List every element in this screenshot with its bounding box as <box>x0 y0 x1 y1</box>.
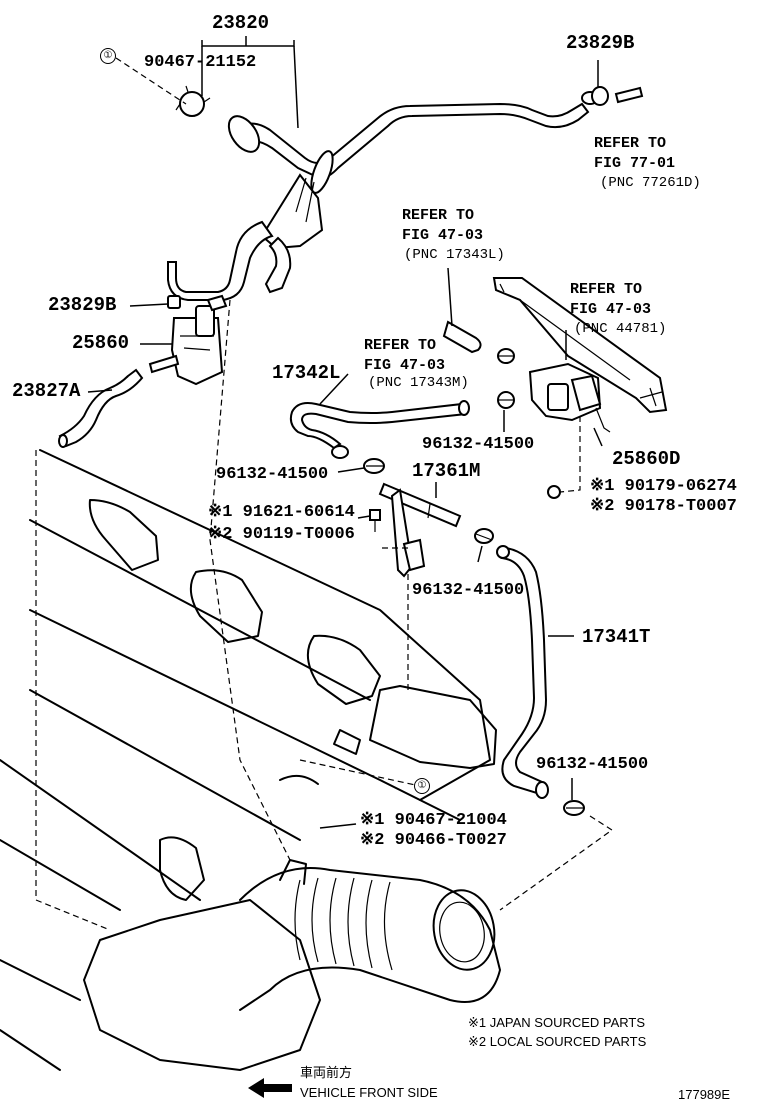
clamp-23829B-top <box>591 86 609 106</box>
label-23829B-left: 23829B <box>48 294 117 316</box>
hose-17341T <box>496 545 549 799</box>
ref-1-line1: REFER TO <box>594 135 667 152</box>
ref-4-line2: FIG 47-03 <box>364 357 446 374</box>
clamp-96132-b <box>474 528 494 544</box>
hose-17342L <box>289 400 470 459</box>
label-90467-21004: ※1 90467-21004 <box>360 811 507 830</box>
ref-1-line2: FIG 77-01 <box>594 155 676 172</box>
label-25860: 25860 <box>72 332 130 354</box>
label-96132-c: 96132-41500 <box>536 755 649 774</box>
ref-2-line2: FIG 47-03 <box>402 227 484 244</box>
note-japan-sourced: ※1 JAPAN SOURCED PARTS <box>468 1015 646 1030</box>
front-side-jp: 車両前方 <box>300 1065 353 1080</box>
label-23827A: 23827A <box>12 380 81 402</box>
intake-hose <box>239 867 501 1011</box>
ref-3-line1: REFER TO <box>570 281 643 298</box>
label-23820: 23820 <box>212 12 270 34</box>
pipe-17343L <box>442 320 482 354</box>
label-17361M: 17361M <box>412 460 481 482</box>
label-96132-a: 96132-41500 <box>216 465 329 484</box>
clamp-96132-d <box>497 391 515 409</box>
bolt-91621 <box>369 509 381 532</box>
leader-lines <box>87 36 603 829</box>
label-90179: ※1 90179-06274 <box>590 477 737 496</box>
note-local-sourced: ※2 LOCAL SOURCED PARTS <box>468 1034 647 1049</box>
ref-1-line3: (PNC 77261D) <box>600 175 701 191</box>
front-arrow-icon <box>248 1078 292 1098</box>
dashed-guides <box>35 57 614 931</box>
ref-4-line3: (PNC 17343M) <box>368 375 469 391</box>
ref-2-line3: (PNC 17343L) <box>404 247 505 263</box>
ref-4-line1: REFER TO <box>364 337 437 354</box>
vsv-25860 <box>148 294 228 386</box>
label-23829B-top: 23829B <box>566 32 635 54</box>
ref-2-line1: REFER TO <box>402 207 475 224</box>
front-side-en: VEHICLE FRONT SIDE <box>300 1085 438 1100</box>
bolt-90179 <box>547 485 561 499</box>
clamp-96132-a <box>363 458 385 474</box>
label-96132-d: 96132-41500 <box>422 435 535 454</box>
label-90466: ※2 90466-T0027 <box>360 831 507 850</box>
engine-outline <box>0 449 497 1071</box>
figure-id: 177989E <box>678 1087 731 1102</box>
vsv-25860D <box>492 277 668 433</box>
label-90467-21152: 90467-21152 <box>144 53 257 72</box>
label-90119: ※2 90119-T0006 <box>208 525 355 544</box>
marker-circle-1-top: ① <box>100 48 116 64</box>
label-90178: ※2 90178-T0007 <box>590 497 737 516</box>
ref-3-line2: FIG 47-03 <box>570 301 652 318</box>
clamp-90467-21152 <box>175 85 211 117</box>
clamp-96132-c <box>563 800 585 816</box>
ref-3-line3: (PNC 44781) <box>574 321 667 337</box>
label-96132-b: 96132-41500 <box>412 581 525 600</box>
marker-circle-1-bottom: ① <box>414 778 430 794</box>
label-17342L: 17342L <box>272 362 341 384</box>
label-25860D: 25860D <box>612 448 681 470</box>
label-91621: ※1 91621-60614 <box>208 503 355 522</box>
label-17341T: 17341T <box>582 626 651 648</box>
pipe-17361M <box>378 482 462 578</box>
hose-23827A <box>58 368 144 448</box>
clamp-96132-e <box>497 348 515 364</box>
hose-23820 <box>167 86 644 301</box>
